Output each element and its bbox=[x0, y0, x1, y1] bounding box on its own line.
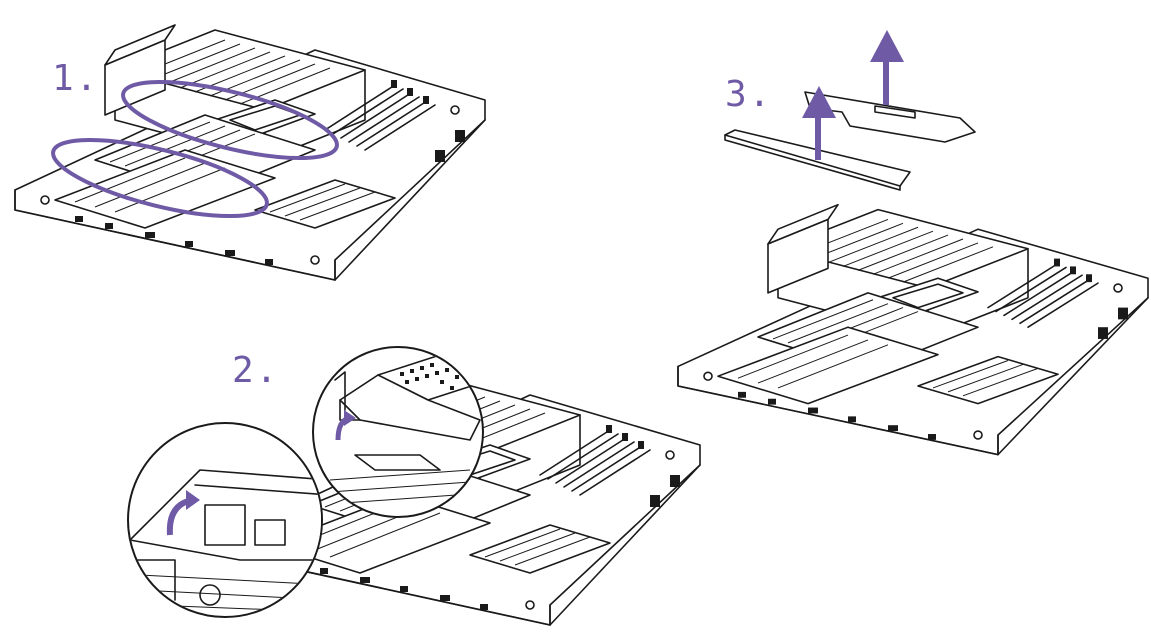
step1-motherboard bbox=[14, 24, 486, 281]
highlight-ellipse-upper bbox=[121, 79, 339, 161]
step-1-label: 1. bbox=[52, 58, 100, 99]
arrow-up-icon bbox=[870, 30, 904, 105]
zoom-detail-right bbox=[312, 346, 484, 518]
step3-motherboard bbox=[677, 203, 1149, 456]
step-2-label: 2. bbox=[232, 350, 280, 391]
zoom-detail-left bbox=[127, 422, 323, 618]
arrow-up-icon bbox=[802, 86, 836, 160]
step-3-label: 3. bbox=[725, 74, 773, 115]
highlight-ellipse-lower bbox=[51, 137, 269, 219]
